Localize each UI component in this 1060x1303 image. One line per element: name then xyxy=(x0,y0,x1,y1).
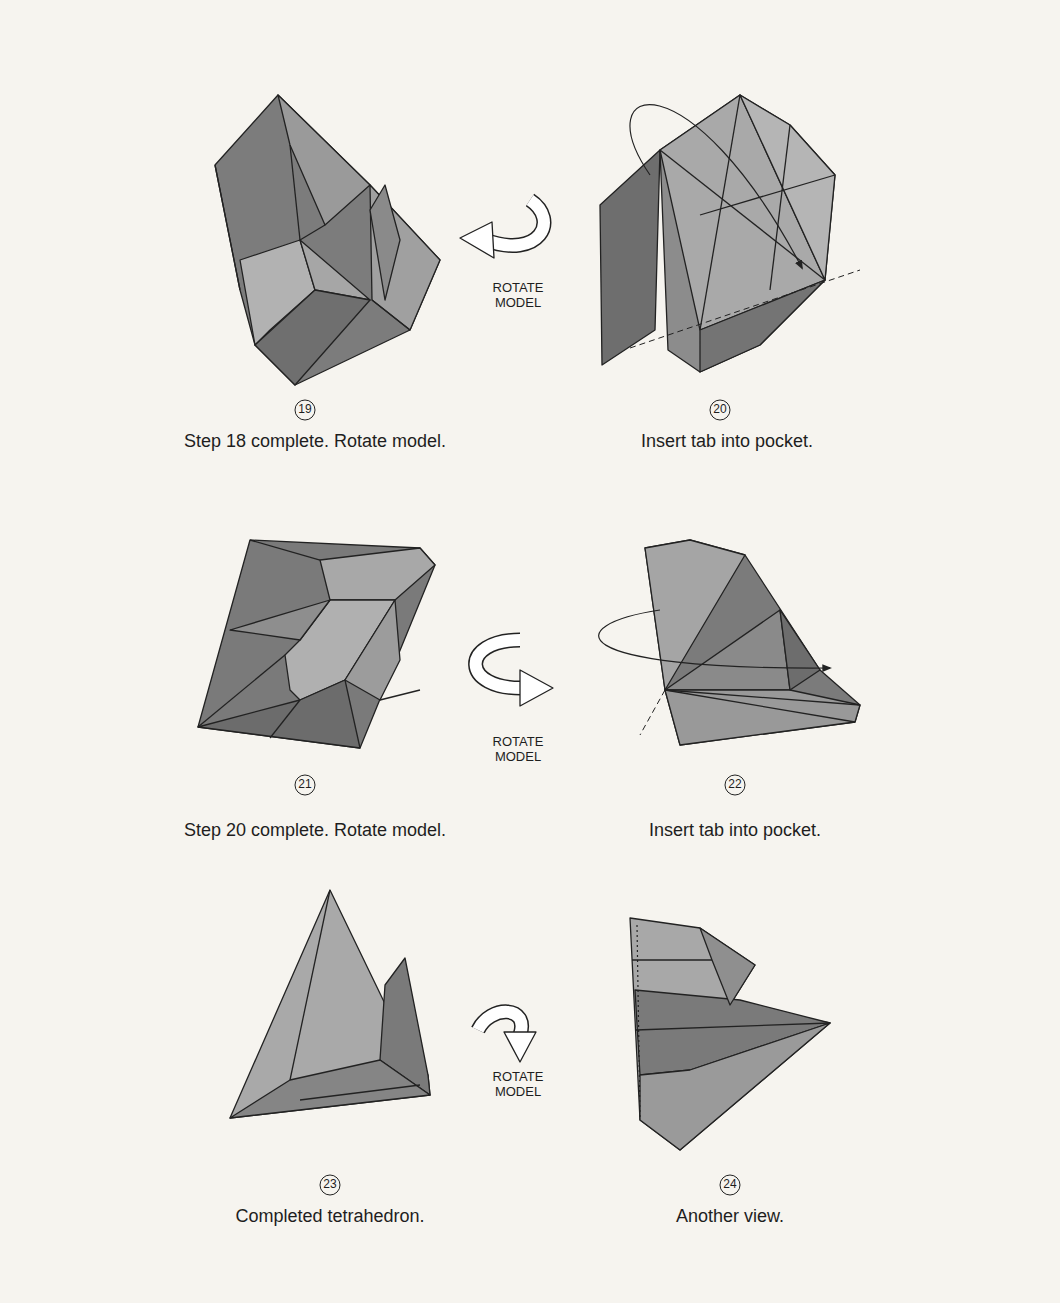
model-step-22 xyxy=(599,540,860,745)
step-caption: Step 18 complete. Rotate model. xyxy=(184,431,446,452)
step-caption: Another view. xyxy=(676,1206,784,1227)
step-caption: Step 20 complete. Rotate model. xyxy=(184,820,446,841)
rotate-arrow xyxy=(460,200,544,258)
rotate-label: ROTATE MODEL xyxy=(481,281,555,311)
step-caption: Insert tab into pocket. xyxy=(649,820,821,841)
rotate-label: ROTATE MODEL xyxy=(481,1070,555,1100)
rotate-label: ROTATE MODEL xyxy=(481,735,555,765)
callout-number: 24 xyxy=(723,1178,736,1192)
model-step-20 xyxy=(600,95,860,372)
callout-number: 19 xyxy=(298,403,311,417)
step-circle xyxy=(295,400,745,1195)
step-caption: Completed tetrahedron. xyxy=(235,1206,424,1227)
rotate-arrow xyxy=(476,640,553,706)
model-step-24 xyxy=(630,918,830,1150)
model-step-23 xyxy=(230,890,430,1118)
callout-number: 23 xyxy=(323,1178,336,1192)
callout-number: 22 xyxy=(728,778,741,792)
callout-number: 20 xyxy=(713,403,726,417)
step-caption: Insert tab into pocket. xyxy=(641,431,813,452)
model-step-21 xyxy=(198,540,435,748)
rotate-arrow xyxy=(478,1012,536,1062)
model-step-19 xyxy=(215,95,440,385)
callout-number: 21 xyxy=(298,778,311,792)
